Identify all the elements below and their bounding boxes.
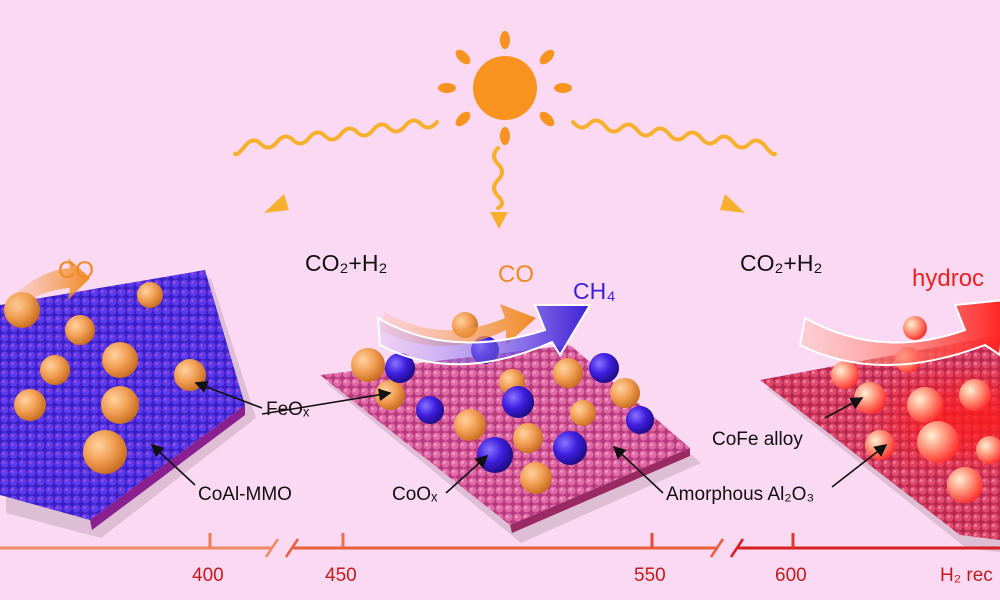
- ch4-label: CH₄: [573, 278, 616, 304]
- co2-h2-label-middle: CO₂+H₂: [305, 250, 388, 276]
- co-arrow-left: [8, 258, 90, 310]
- axis-tick-label-550: 550: [634, 565, 666, 586]
- feox-label: FeOₓ: [266, 399, 310, 420]
- cofe-alloy-label: CoFe alloy: [712, 429, 803, 450]
- coox-label: CoOₓ: [392, 484, 438, 505]
- wavy-arrowheads: [264, 194, 745, 229]
- coal-mmo-label: CoAl-MMO: [198, 484, 292, 505]
- cofe-particles: [831, 316, 1000, 503]
- hydrocarbon-label: hydroc: [912, 265, 985, 292]
- axis-tick-label-450: 450: [325, 565, 357, 586]
- co-label-middle: CO: [498, 261, 534, 288]
- sun-icon: [438, 31, 572, 145]
- ch4-arrow: [376, 304, 592, 366]
- axis-tick-label-600: 600: [775, 565, 807, 586]
- wavy-arrow-icon: [233, 118, 777, 210]
- co-label-left: CO: [58, 257, 94, 284]
- leader-arrows: [150, 380, 888, 494]
- hydrocarbon-arrow: [798, 299, 1000, 366]
- axis-tick-label-400: 400: [192, 565, 224, 586]
- amorphous-al2o3-label: Amorphous Al₂O₃: [666, 484, 815, 505]
- temperature-axis: [0, 533, 1000, 558]
- co2-h2-label-right: CO₂+H₂: [740, 250, 823, 276]
- axis-label: H₂ rec: [940, 565, 993, 586]
- reaction-arrows: [8, 258, 1000, 366]
